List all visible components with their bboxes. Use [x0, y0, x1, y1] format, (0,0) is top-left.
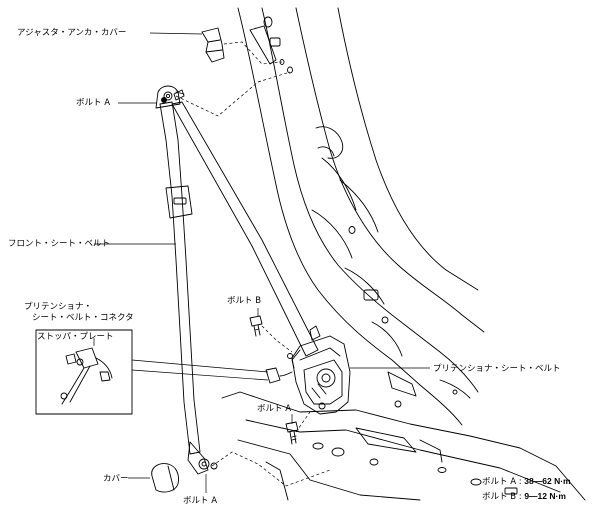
stopper-plate-inset	[35, 329, 133, 415]
bolt-b-icon	[249, 315, 263, 337]
torque-b-value: 9—12 N·m	[524, 491, 566, 501]
pretensioner-connector	[265, 367, 281, 384]
sill-panel	[221, 391, 586, 501]
label-adjuster-anchor-cover: アジャスタ・アンカ・カバー	[17, 28, 127, 38]
pillar-right-edge	[295, 7, 485, 333]
belt-guide	[155, 85, 181, 109]
pillar-flange	[249, 25, 277, 65]
adjuster-anchor-cover	[201, 27, 225, 63]
label-bolt-a-bottom: ボルト A	[183, 496, 218, 506]
label-bolt-a-mid: ボルト A	[257, 404, 292, 414]
label-pretensioner-connector-line1: プリテンショナ・	[24, 302, 93, 312]
torque-spec-a: ボルト A : 38—62 N·m	[482, 476, 571, 488]
pretensioner-retractor	[291, 335, 351, 415]
label-bolt-b: ボルト B	[227, 296, 262, 306]
pillar-outline	[237, 7, 463, 426]
cover-part	[151, 463, 179, 493]
torque-a-label: ボルト A :	[482, 477, 522, 487]
torque-a-value: 38—62 N·m	[524, 476, 571, 486]
label-stopper-plate: ストッパ・プレート	[37, 332, 114, 342]
label-pretensioner-seat-belt: プリテンショナ・シート・ベルト	[433, 364, 561, 374]
bolt-a-mid-icon	[285, 421, 299, 445]
pillar-far-edge	[337, 7, 479, 291]
lower-anchor-strap	[187, 441, 209, 475]
torque-spec-b: ボルト B : 9—12 N·m	[482, 491, 566, 503]
tongue-plate	[165, 185, 193, 219]
belt-webbing-diagonal	[171, 101, 319, 357]
label-pretensioner-connector-line2: シート・ベルト・コネクタ	[32, 313, 134, 323]
pillar-inner-edge	[261, 7, 479, 393]
belt-webbing-lower	[159, 101, 201, 455]
label-bolt-a-top: ボルト A	[76, 98, 111, 108]
label-cover: カバー	[103, 474, 129, 484]
torque-b-label: ボルト B :	[482, 492, 522, 502]
label-front-seat-belt: フロント・シート・ベルト	[8, 239, 111, 249]
